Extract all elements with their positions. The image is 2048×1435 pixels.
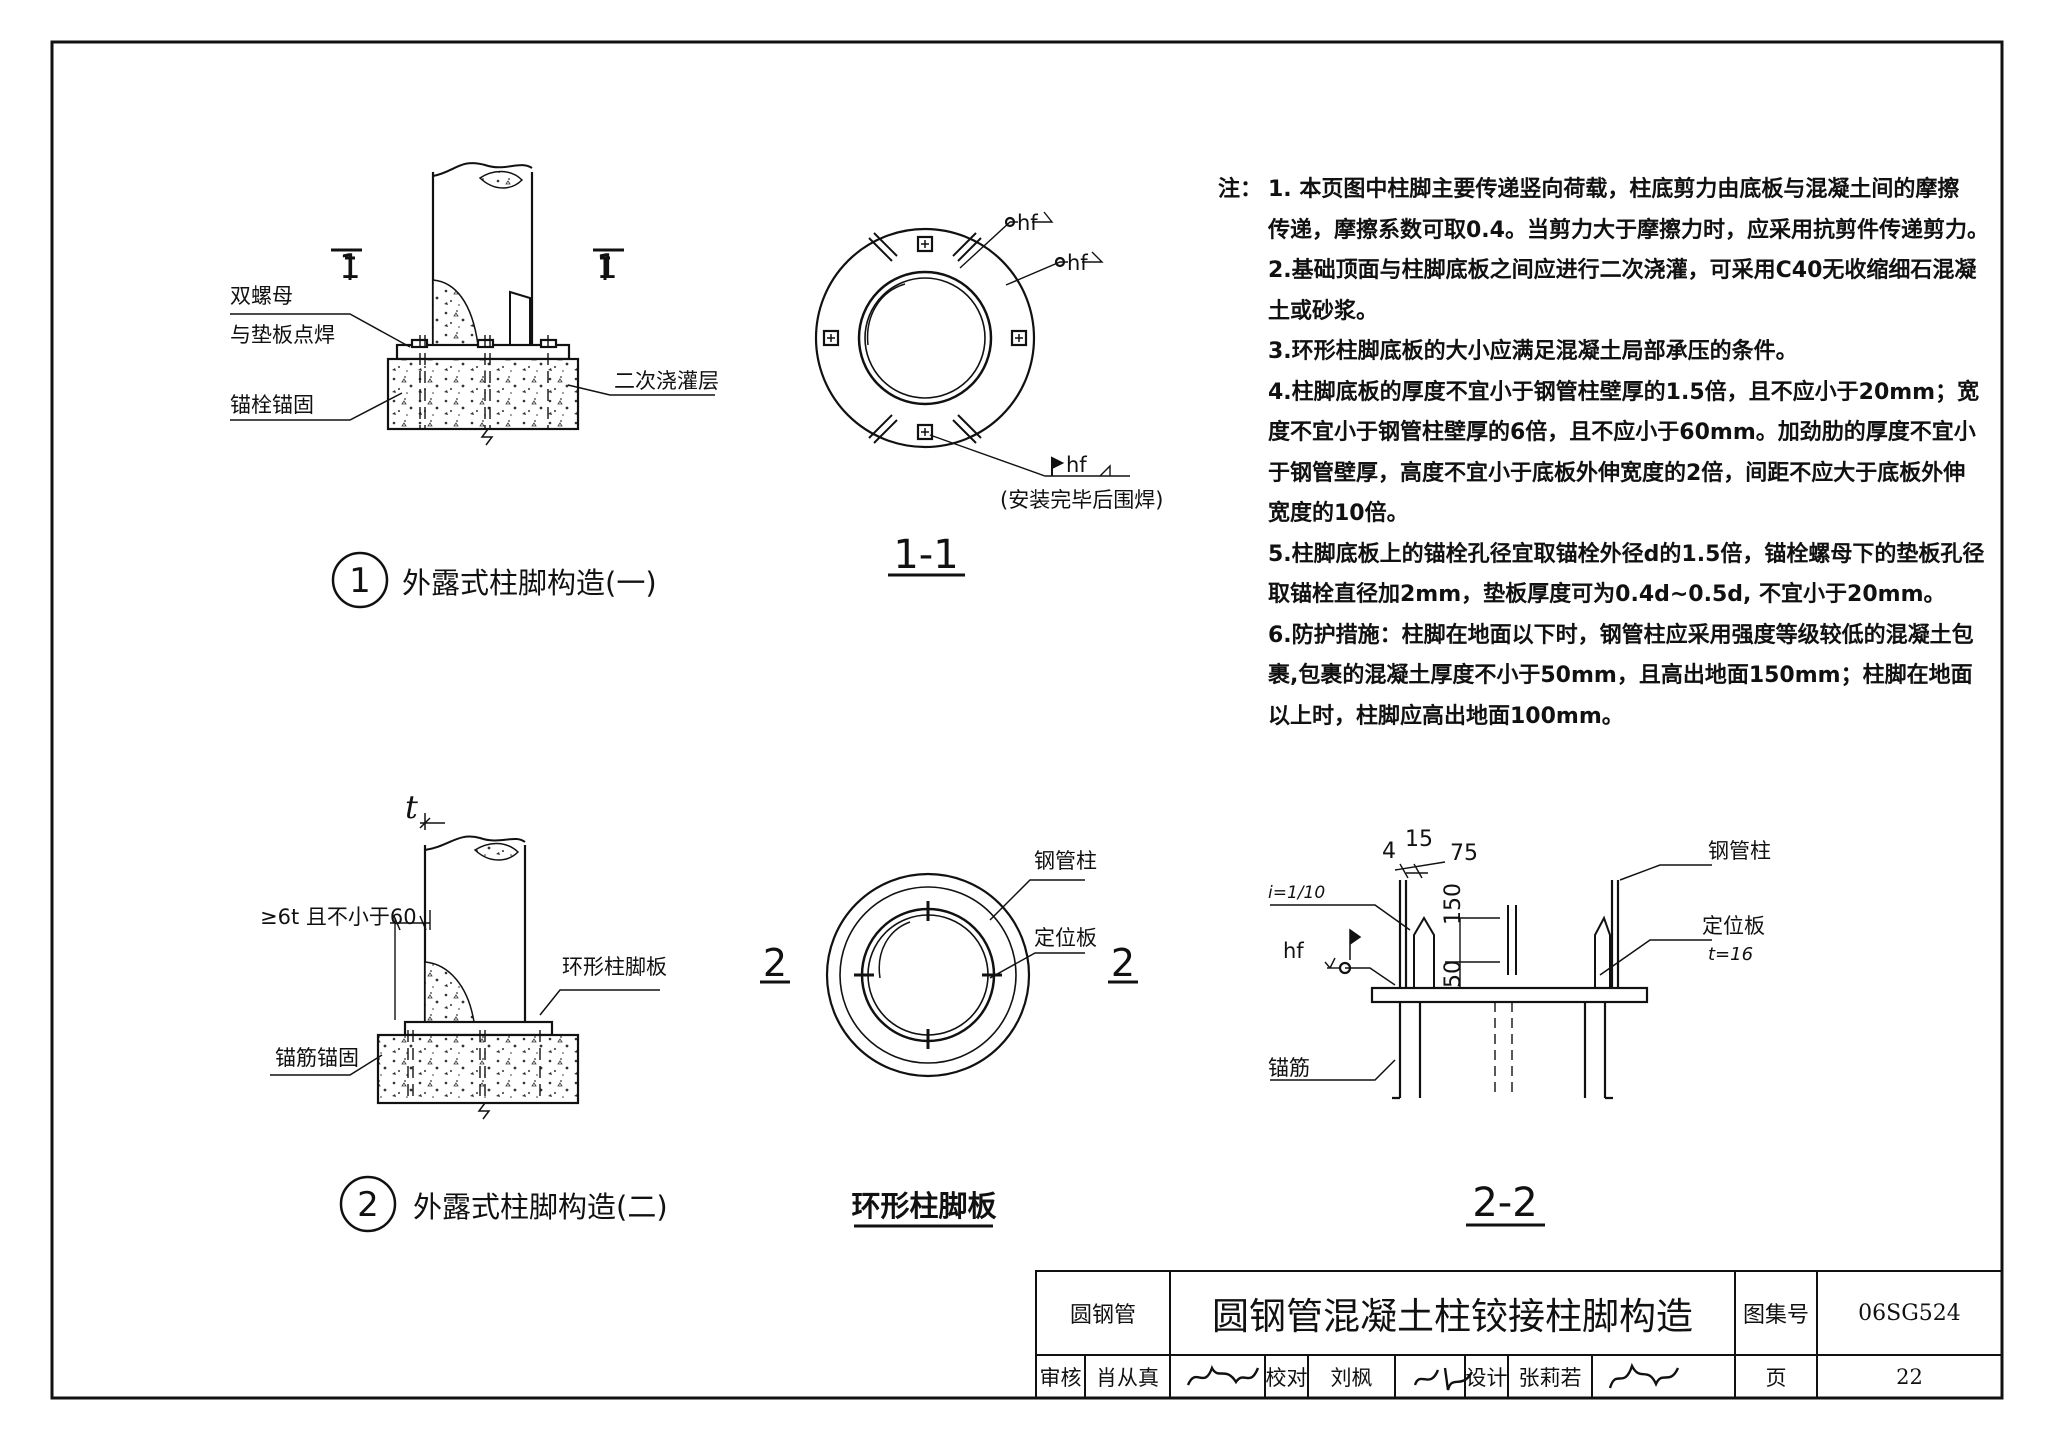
detail-1-drawing xyxy=(230,162,715,609)
section-1-1-weld-3: hf xyxy=(1066,453,1087,477)
detail-2-dim-width: ≥6t 且不小于60 xyxy=(260,905,417,929)
detail-2-drawing xyxy=(270,813,660,1233)
section-2-2-dim-15: 15 xyxy=(1405,827,1433,852)
section-2-2-weld: hf xyxy=(1283,939,1304,963)
section-2-2-drawing xyxy=(1270,861,1712,1227)
titleblock-page-label: 页 xyxy=(1765,1365,1787,1390)
titleblock-review-label: 审核 xyxy=(1039,1365,1082,1390)
note-line: 3.环形柱脚底板的大小应满足混凝土局部承压的条件。 xyxy=(1268,339,1798,364)
section-2-2-slope: i=1/10 xyxy=(1268,883,1325,903)
section-1-1-note: (安装完毕后围焊) xyxy=(1000,488,1163,512)
ring-plate-drawing xyxy=(760,872,1138,1228)
detail-1-title: 外露式柱脚构造(一) xyxy=(402,566,657,600)
note-line: 4.柱脚底板的厚度不宜小于钢管柱壁厚的1.5倍，且不应小于20mm；宽 xyxy=(1268,379,1980,405)
titleblock-atlas-number: 06SG524 xyxy=(1858,1300,1961,1326)
titleblock-checker: 刘枫 xyxy=(1330,1365,1373,1390)
titleblock-design-label: 设计 xyxy=(1465,1365,1508,1390)
section-1-1-drawing xyxy=(814,211,1130,577)
section-2-2-label-column: 钢管柱 xyxy=(1708,839,1771,863)
notes-lines: 1. 本页图中柱脚主要传递竖向荷载，柱底剪力由底板与混凝土间的摩擦 传递，摩擦系… xyxy=(1268,170,1989,737)
detail-2-label-rebar: 锚筋锚固 xyxy=(275,1046,359,1070)
detail-1-section-mark-right: 1 xyxy=(596,247,618,287)
detail-2-number: 2 xyxy=(357,1185,379,1225)
titleblock-page-number: 22 xyxy=(1896,1364,1923,1389)
titleblock-reviewer: 肖从真 xyxy=(1096,1365,1159,1390)
ring-plate-label-locator: 定位板 xyxy=(1034,926,1097,950)
notes-heading: 注： xyxy=(1218,177,1263,202)
sheet-border xyxy=(50,40,2004,1400)
detail-1-label-grout: 二次浇灌层 xyxy=(614,369,719,393)
note-line: 度不宜小于钢管柱壁厚的6倍，且不应小于60mm。加劲肋的厚度不宜小 xyxy=(1268,420,1976,445)
section-1-1-title: 1-1 xyxy=(893,532,958,578)
section-2-2-label-locator: 定位板 xyxy=(1702,914,1765,938)
detail-1-label-anchor: 锚栓锚固 xyxy=(230,393,314,417)
note-line: 于钢管壁厚，高度不宜小于底板外伸宽度的2倍，间距不应大于底板外伸 xyxy=(1268,460,1966,486)
detail-2-title: 外露式柱脚构造(二) xyxy=(413,1190,668,1224)
ring-plate-label-column: 钢管柱 xyxy=(1034,849,1097,873)
section-1-1-weld-2: hf xyxy=(1067,251,1088,275)
titleblock-atlas-label: 图集号 xyxy=(1742,1303,1809,1328)
note-line: 5.柱脚底板上的锚栓孔径宜取锚栓外径d的1.5倍，锚栓螺母下的垫板孔径 xyxy=(1268,541,1985,567)
note-line: 1. 本页图中柱脚主要传递竖向荷载，柱底剪力由底板与混凝土间的摩擦 xyxy=(1268,177,1960,202)
titleblock-designer: 张莉若 xyxy=(1518,1365,1582,1390)
detail-2-dim-t: t xyxy=(405,788,418,826)
note-line: 2.基础顶面与柱脚底板之间应进行二次浇灌，可采用C40无收缩细石混凝 xyxy=(1268,258,1977,283)
ring-plate-mark-right: 2 xyxy=(1111,941,1135,985)
signature-strokes xyxy=(1186,1362,1680,1391)
section-2-2-title: 2-2 xyxy=(1472,1180,1537,1226)
titleblock-title: 圆钢管混凝土柱铰接柱脚构造 xyxy=(1212,1295,1693,1338)
detail-1-label-nut-line2: 与垫板点焊 xyxy=(230,323,335,347)
note-line: 宽度的10倍。 xyxy=(1268,501,1409,526)
titleblock-category: 圆钢管 xyxy=(1069,1303,1136,1328)
note-line: 土或砂浆。 xyxy=(1268,298,1379,324)
section-2-2-label-rebar: 锚筋 xyxy=(1268,1056,1310,1080)
section-2-2-dim-150: 150 xyxy=(1441,883,1466,925)
detail-1-label-nut-line1: 双螺母 xyxy=(230,284,293,308)
ring-plate-title: 环形柱脚板 xyxy=(851,1189,997,1223)
titleblock-check-label: 校对 xyxy=(1265,1365,1308,1390)
note-line: 传递，摩擦系数可取0.4。当剪力大于摩擦力时，应采用抗剪件传递剪力。 xyxy=(1268,217,1989,243)
ring-plate-mark-left: 2 xyxy=(763,941,787,985)
section-2-2-dim-50: 50 xyxy=(1441,960,1466,988)
section-2-2-dim-4: 4 xyxy=(1382,839,1396,864)
note-line: 以上时，柱脚应高出地面100mm。 xyxy=(1268,703,1624,729)
title-block-grid xyxy=(1035,1270,2003,1399)
detail-2-label-plate: 环形柱脚板 xyxy=(562,955,667,979)
section-2-2-label-thickness: t=16 xyxy=(1708,944,1753,965)
section-1-1-weld-1: hf xyxy=(1017,211,1038,235)
detail-1-number: 1 xyxy=(349,561,371,601)
detail-1-section-mark-left: 1 xyxy=(339,247,361,287)
note-line: 裹,包裹的混凝土厚度不小于50mm，且高出地面150mm；柱脚在地面 xyxy=(1268,663,1973,688)
section-2-2-dim-75: 75 xyxy=(1450,841,1478,866)
note-line: 6.防护措施：柱脚在地面以下时，钢管柱应采用强度等级较低的混凝土包 xyxy=(1268,622,1974,648)
note-line: 取锚栓直径加2mm，垫板厚度可为0.4d~0.5d, 不宜小于20mm。 xyxy=(1268,582,1946,607)
